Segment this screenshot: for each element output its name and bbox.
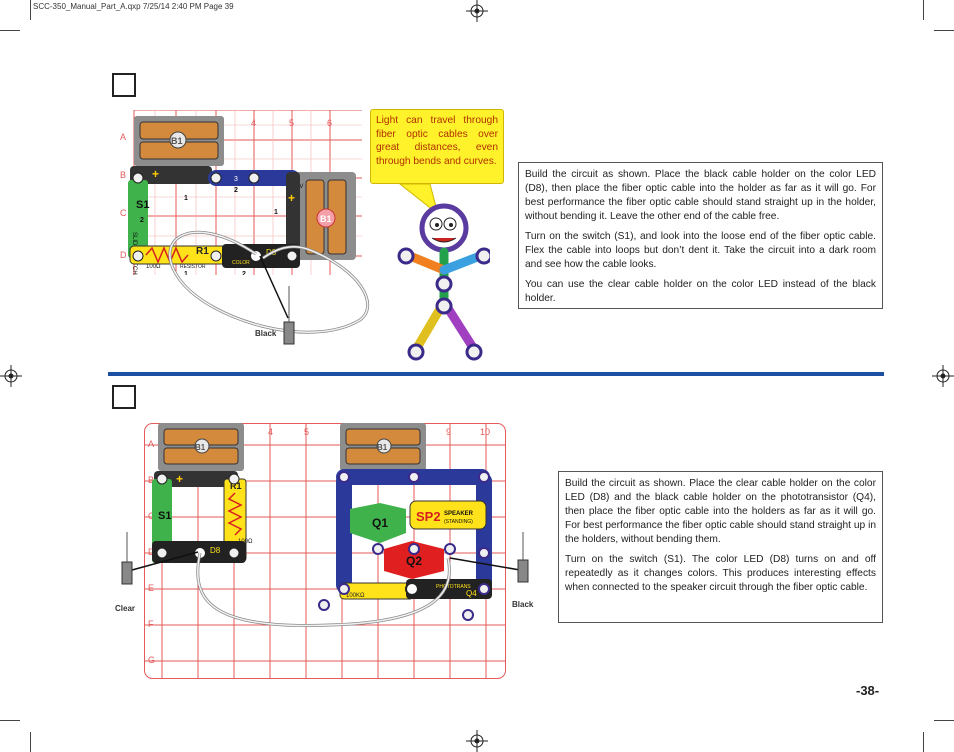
svg-text:F: F xyxy=(148,619,154,629)
grid-row-label: C xyxy=(120,208,127,218)
svg-text:G: G xyxy=(148,655,155,665)
instruction-paragraph: Turn on the switch (S1), and look into t… xyxy=(525,231,876,270)
fiber-optic-cable xyxy=(121,532,529,628)
grid-row-label: A xyxy=(120,132,126,142)
crop-mark xyxy=(923,0,924,20)
svg-text:B: B xyxy=(148,475,154,485)
speech-bubble: Light can travel through fiber optic cab… xyxy=(370,109,504,184)
instruction-paragraph: Build the circuit as shown. Place the bl… xyxy=(525,169,876,222)
registration-mark-icon xyxy=(932,365,954,387)
project-number-box xyxy=(112,73,136,97)
cable-label-black: Black xyxy=(512,600,534,609)
instruction-paragraph: Build the circuit as shown. Place the cl… xyxy=(565,478,876,545)
svg-text:E: E xyxy=(148,583,154,593)
svg-text:SPEAKER: SPEAKER xyxy=(444,511,474,517)
svg-text:3: 3 xyxy=(234,176,238,183)
registration-mark-icon xyxy=(466,730,488,752)
section-divider xyxy=(108,372,884,376)
switch-label: S1 xyxy=(136,199,149,211)
grid-col-label: 6 xyxy=(327,118,332,128)
svg-text:S1: S1 xyxy=(158,510,171,522)
svg-text:PHOTOTRANS: PHOTOTRANS xyxy=(436,584,471,590)
svg-text:RESISTOR: RESISTOR xyxy=(180,264,206,270)
file-info-header: SCC-350_Manual_Part_A.qxp 7/25/14 2:40 P… xyxy=(33,2,234,11)
svg-text:2: 2 xyxy=(234,187,238,194)
svg-text:B1: B1 xyxy=(377,443,388,452)
svg-text:A: A xyxy=(148,439,154,449)
resistor-label: R1 xyxy=(196,246,209,257)
svg-text:10: 10 xyxy=(480,427,490,437)
svg-text:Q1: Q1 xyxy=(372,516,388,530)
svg-text:1: 1 xyxy=(184,271,188,275)
svg-text:Q2: Q2 xyxy=(406,554,422,568)
svg-text:1: 1 xyxy=(274,209,278,216)
svg-text:D8: D8 xyxy=(210,546,221,555)
battery-label: B1 xyxy=(171,136,183,146)
svg-text:1: 1 xyxy=(184,195,188,202)
instructions-box-2: Build the circuit as shown. Place the cl… xyxy=(558,471,883,623)
grid-col-label: 4 xyxy=(251,118,256,128)
circuit-diagram-2: A B C D E F G 4 5 9 10 B1 + S1 R1 100Ω D8 B1 Q1 S… xyxy=(144,423,506,679)
svg-text:COLOR: COLOR xyxy=(232,260,250,266)
instruction-paragraph: You can use the clear cable holder on th… xyxy=(525,279,876,304)
cable-label-clear: Clear xyxy=(115,604,136,613)
grid-row-label: D xyxy=(120,250,127,260)
circuit-diagram-1: A B C D 4 5 6 B1 + SLIDE SWITCH S1 3 B1 … xyxy=(120,110,362,275)
svg-text:2: 2 xyxy=(140,217,144,224)
svg-text:9: 9 xyxy=(446,427,451,437)
fiber-optic-cable xyxy=(168,230,370,345)
grid-col-label: 5 xyxy=(289,118,294,128)
crop-mark xyxy=(0,30,20,31)
crop-mark xyxy=(0,720,20,721)
svg-text:B1: B1 xyxy=(195,443,206,452)
svg-text:5: 5 xyxy=(304,427,309,437)
project-number-box xyxy=(112,385,136,409)
crop-mark xyxy=(923,732,924,752)
svg-text:D: D xyxy=(148,547,155,557)
instructions-box-1: Build the circuit as shown. Place the bl… xyxy=(518,162,883,309)
svg-text:C: C xyxy=(148,511,155,521)
page-number: -38- xyxy=(856,683,880,698)
registration-mark-icon xyxy=(466,0,488,22)
svg-text:+: + xyxy=(288,191,295,205)
svg-text:100KΩ: 100KΩ xyxy=(346,593,365,599)
cable-label-black: Black xyxy=(255,329,277,338)
svg-text:100Ω: 100Ω xyxy=(146,264,161,270)
svg-text:(STANDING): (STANDING) xyxy=(444,519,473,525)
mascot-figure xyxy=(397,184,490,361)
svg-text:2: 2 xyxy=(242,271,246,275)
svg-text:Q4: Q4 xyxy=(466,589,477,598)
crop-mark xyxy=(934,720,954,721)
instruction-paragraph: Turn on the switch (S1). The color LED (… xyxy=(565,554,876,593)
plus-sign: + xyxy=(152,167,159,181)
svg-text:100Ω: 100Ω xyxy=(238,539,253,545)
battery-label: B1 xyxy=(320,214,332,224)
svg-text:SP2: SP2 xyxy=(416,509,441,524)
crop-mark xyxy=(30,0,31,20)
svg-text:R1: R1 xyxy=(230,481,242,491)
svg-text:4: 4 xyxy=(268,427,273,437)
crop-mark xyxy=(934,30,954,31)
registration-mark-icon xyxy=(0,365,22,387)
grid-row-label: B xyxy=(120,170,126,180)
svg-text:+: + xyxy=(176,472,183,486)
crop-mark xyxy=(30,732,31,752)
